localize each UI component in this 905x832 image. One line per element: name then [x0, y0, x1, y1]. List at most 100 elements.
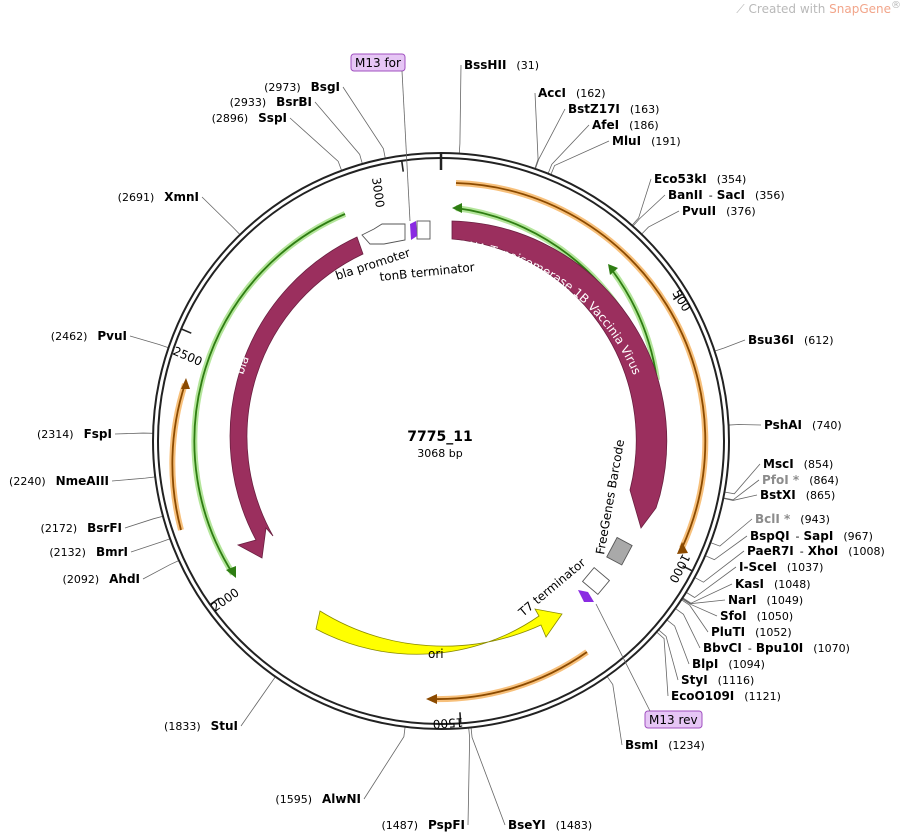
site-label[interactable]: BstXI(865) [760, 488, 835, 502]
site-label[interactable]: MluI(191) [612, 134, 681, 148]
site-label[interactable]: BssHII(31) [464, 58, 539, 72]
primer-m13for-box[interactable] [350, 53, 406, 72]
site-label[interactable]: I-SceI(1037) [739, 560, 823, 574]
site-name: PluTI [711, 625, 745, 639]
site-name: MluI [612, 134, 641, 148]
site-leader [641, 210, 680, 235]
site-label[interactable]: BsmI(1234) [625, 738, 705, 752]
site-label[interactable]: (2092)AhdI [63, 572, 140, 586]
site-label[interactable]: PvuII(376) [682, 204, 756, 218]
site-position: (612) [804, 334, 834, 347]
site-label[interactable]: (2462)PvuI [51, 329, 127, 343]
site-label[interactable]: (2132)BmrI [49, 545, 128, 559]
site-position: (356) [755, 189, 785, 202]
site-label[interactable]: KasI (1048) [735, 577, 811, 591]
site-label[interactable]: (2973)BsgI [264, 80, 340, 94]
site-name: BsgI [311, 80, 340, 94]
site-label[interactable]: MscI(854) [763, 457, 833, 471]
site-name: AccI [538, 86, 566, 100]
topo-cds-arrow[interactable] [451, 220, 668, 529]
site-label[interactable]: NarI(1049) [728, 593, 803, 607]
site-label[interactable]: (2691)XmnI [118, 190, 199, 204]
tonb-terminator-box[interactable] [416, 220, 431, 240]
site-label[interactable]: PluTI(1052) [711, 625, 792, 639]
orange-arrowhead-3 [181, 378, 190, 389]
site-label[interactable]: PshAI(740) [764, 418, 842, 432]
site-label[interactable]: BanII-SacI(356) [668, 188, 785, 202]
site-label[interactable]: BspQI-SapI(967) [750, 529, 873, 543]
site-name: BseYI [508, 818, 546, 832]
site-position: (1048) [774, 578, 811, 591]
site-label[interactable]: (2172)BsrFI [41, 521, 122, 535]
site-leader [342, 86, 386, 159]
site-label[interactable]: BclI * (943) [755, 512, 830, 526]
site-leader [724, 463, 761, 495]
site-name: PvuII [682, 204, 716, 218]
site-name: BclI * [755, 512, 791, 526]
site-label[interactable]: AfeI(186) [592, 118, 659, 132]
site-name: PspFI [428, 818, 465, 832]
site-label[interactable]: PaeR7I-XhoI(1008) [747, 544, 885, 558]
site-position: (2462) [51, 330, 88, 343]
site-name-2: Bpu10I [756, 641, 803, 655]
site-name: PshAI [764, 418, 802, 432]
site-label[interactable]: (1595)AlwNI [275, 792, 361, 806]
site-name-2: SapI [804, 529, 834, 543]
site-position: (967) [843, 530, 873, 543]
orange-arrows [169, 180, 709, 704]
site-name: PfoI * [762, 473, 800, 487]
tick-mark [459, 712, 462, 724]
tick-label: 1500 [432, 715, 463, 731]
site-label[interactable]: SfoI(1050) [720, 609, 793, 623]
site-label[interactable]: EcoO109I(1121) [671, 689, 781, 703]
site-name: KasI [735, 577, 764, 591]
tick-label: 3000 [369, 176, 387, 208]
site-label[interactable]: PfoI *(864) [762, 473, 839, 487]
tonb-terminator-mark[interactable] [410, 221, 417, 240]
site-leader [606, 676, 623, 746]
green-arrowhead-3 [226, 566, 236, 578]
tick-label: 2500 [171, 344, 205, 369]
site-name: BlpI [692, 657, 718, 671]
site-label[interactable]: (2240)NmeAIII [9, 474, 109, 488]
site-leader [658, 629, 679, 681]
t7-terminator-box[interactable] [581, 567, 611, 595]
site-label[interactable]: BstZ17I(163) [568, 102, 659, 116]
site-label[interactable]: BbvCI-Bpu10I(1070) [703, 641, 850, 655]
site-label[interactable]: AccI(162) [538, 86, 606, 100]
site-label[interactable]: (2896)SspI [212, 111, 287, 125]
site-label[interactable]: (2314)FspI [37, 427, 112, 441]
site-name: Eco53kI [654, 172, 707, 186]
site-position: (1487) [381, 819, 418, 832]
bla-promoter-arrow[interactable] [361, 223, 406, 245]
site-label[interactable]: (1487) PspFI [381, 818, 465, 832]
site-name: FspI [84, 427, 112, 441]
site-name: AhdI [109, 572, 140, 586]
site-name: AfeI [592, 118, 619, 132]
site-name: XmnI [164, 190, 199, 204]
restriction-sites: BssHII(31) AccI(162) BstZ17I(163) AfeI(186)… [9, 58, 885, 832]
site-position: (1116) [718, 674, 755, 687]
green-arrowhead-1 [452, 203, 462, 213]
site-label[interactable]: (2933)BsrBI [230, 95, 312, 109]
t7-terminator-mark[interactable] [578, 590, 594, 602]
site-position: (943) [800, 513, 830, 526]
primer-m13rev[interactable]: M13 rev [595, 603, 703, 729]
primer-m13rev-box[interactable] [644, 710, 703, 729]
primer-m13for[interactable]: M13 for [350, 53, 411, 222]
site-label[interactable]: BlpI(1094) [692, 657, 765, 671]
site-name: EcoO109I [671, 689, 734, 703]
ori-arrow[interactable] [315, 608, 563, 655]
site-label[interactable]: Bsu36I(612) [748, 333, 834, 347]
site-label[interactable]: (1833)StuI [164, 719, 238, 733]
orange-arrow-glow-2 [431, 649, 589, 703]
site-label[interactable]: BseYI(1483) [508, 818, 592, 832]
watermark-mark: ® [891, 0, 901, 11]
freegenes-barcode-box[interactable] [606, 536, 633, 566]
site-label[interactable]: Eco53kI(354) [654, 172, 746, 186]
site-position: (1234) [668, 739, 705, 752]
tick-label: 2000 [209, 585, 242, 614]
site-label[interactable]: StyI(1116) [681, 673, 754, 687]
bla-cds-arrow[interactable] [229, 236, 364, 559]
site-leader [534, 92, 539, 169]
